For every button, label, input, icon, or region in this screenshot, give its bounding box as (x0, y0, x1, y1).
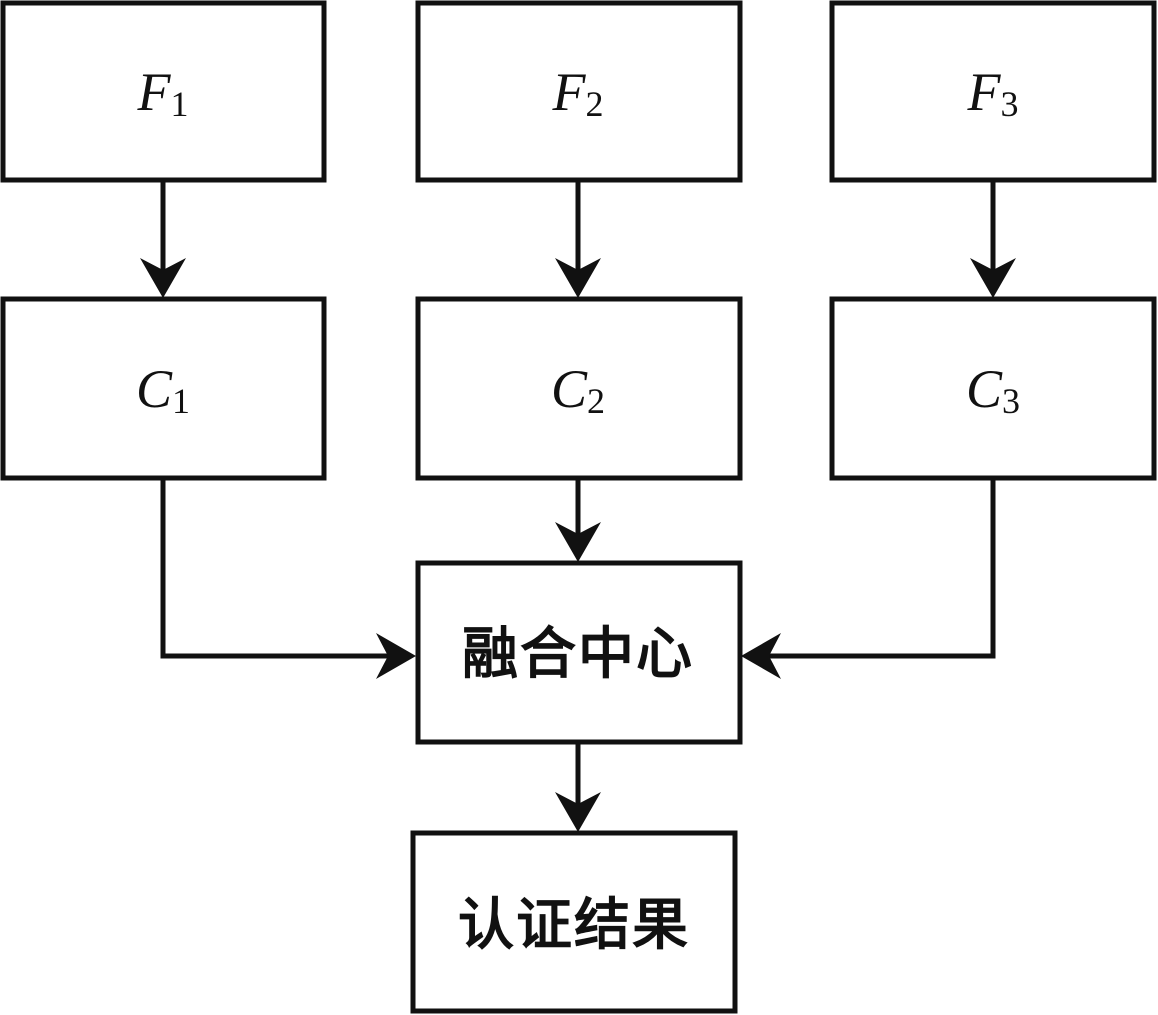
node-c3-box (829, 296, 1157, 481)
node-auth-result-box (410, 830, 738, 1014)
node-c2-label: C2 (551, 359, 605, 421)
arrowhead-c1 (140, 258, 186, 298)
node-c1-box (0, 296, 327, 481)
node-f1-box (0, 0, 327, 183)
node-c1-label: C1 (136, 359, 190, 421)
node-c2-box (415, 296, 743, 481)
arrowhead-fusion-top (555, 522, 601, 562)
arrowhead-fusion-left (376, 633, 416, 679)
node-c3-label: C3 (966, 359, 1020, 421)
node-f1: F1 (0, 0, 327, 183)
node-f2: F2 (415, 0, 743, 183)
node-f2-box (415, 0, 743, 183)
arrowheads (140, 258, 1016, 832)
edge-c1-fusion (160, 478, 388, 659)
node-auth-result: 认证结果 (410, 830, 738, 1014)
node-c3: C3 (829, 296, 1157, 481)
node-fusion-center-label: 融合中心 (462, 622, 694, 687)
arrowhead-c2 (555, 258, 601, 298)
node-auth-result-label: 认证结果 (458, 893, 690, 958)
node-c1: C1 (0, 296, 327, 481)
edge-c3-fusion (768, 478, 996, 659)
node-fusion-center: 融合中心 (415, 560, 743, 745)
node-f2-label: F2 (552, 62, 604, 124)
node-f3-box (829, 0, 1157, 183)
arrowhead-fusion-right (741, 633, 781, 679)
node-f1-label: F1 (137, 62, 189, 124)
node-f3-label: F3 (967, 62, 1019, 124)
arrowhead-result (555, 792, 601, 832)
arrowhead-c3 (970, 258, 1016, 298)
node-c2: C2 (415, 296, 743, 481)
node-fusion-center-box (415, 560, 743, 745)
node-f3: F3 (829, 0, 1157, 183)
edges (160, 180, 996, 805)
